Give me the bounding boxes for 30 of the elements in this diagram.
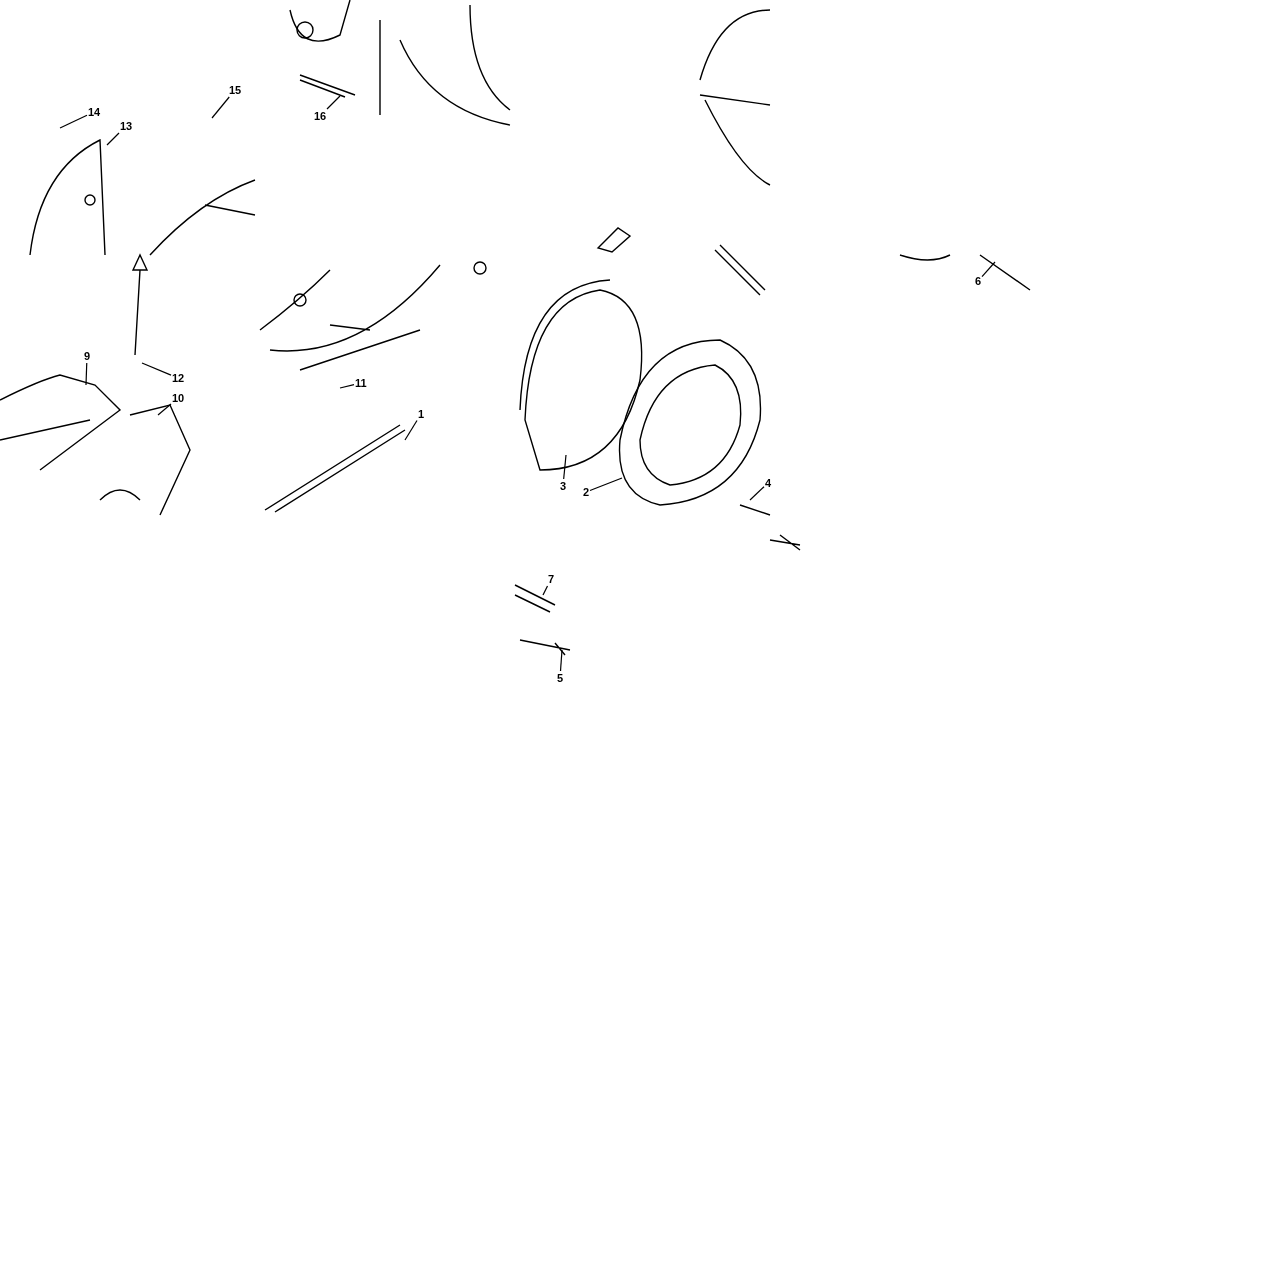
callout-number: 16	[314, 110, 327, 122]
callout-number: 6	[975, 275, 982, 287]
leader-line	[542, 585, 549, 596]
callout-number: 2	[583, 486, 590, 498]
callout-number: 3	[560, 480, 567, 492]
leader-line	[211, 96, 230, 119]
leader-line	[981, 261, 996, 278]
leader-line	[589, 477, 623, 492]
callout-number: 4	[765, 477, 772, 489]
callout-number: 13	[120, 120, 133, 132]
leader-line	[563, 454, 567, 480]
callout-number: 11	[355, 377, 367, 389]
callout-number: 5	[557, 672, 564, 684]
callout-number: 15	[229, 84, 242, 96]
callout-number: 9	[84, 350, 91, 362]
callout-number: 12	[172, 372, 185, 384]
callout-number: 14	[88, 106, 101, 118]
leader-line	[157, 403, 172, 416]
leader-line	[559, 649, 563, 672]
callout-number: 1	[418, 408, 425, 420]
leader-line	[404, 419, 418, 441]
leader-line	[59, 114, 88, 129]
leader-line	[141, 362, 172, 376]
leader-line	[339, 384, 355, 389]
leader-line	[106, 132, 120, 146]
callout-number: 10	[172, 392, 185, 404]
leader-line	[326, 95, 341, 110]
leader-line	[85, 362, 88, 386]
callout-number: 7	[548, 573, 555, 585]
leader-line	[749, 486, 765, 501]
